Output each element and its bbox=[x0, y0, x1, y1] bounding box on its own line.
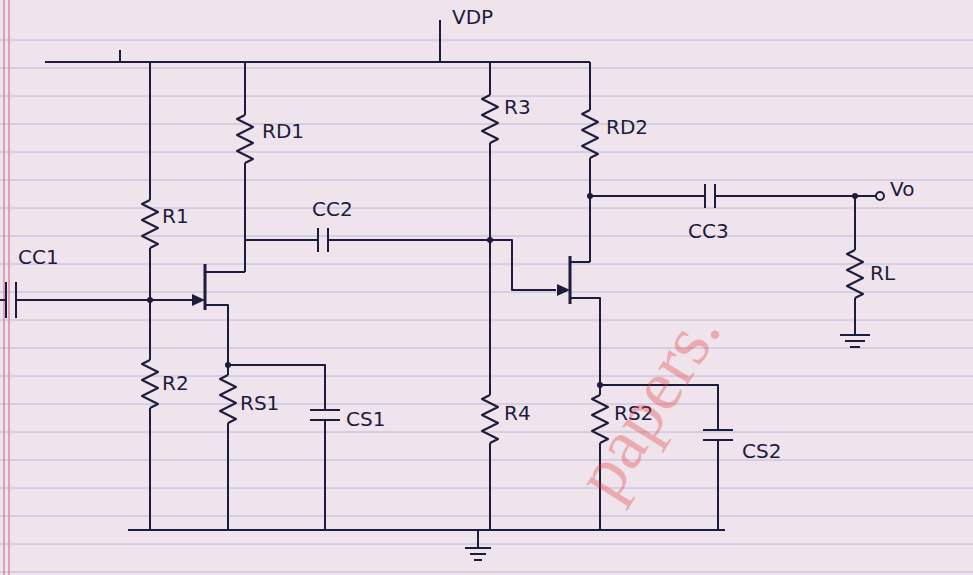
resistor-label: RD1 bbox=[262, 120, 304, 142]
resistor-label: R3 bbox=[504, 96, 531, 118]
output-label: Vo bbox=[890, 178, 914, 200]
capacitor-label: CS1 bbox=[346, 408, 385, 430]
supply-label: VDP bbox=[452, 6, 493, 28]
capacitor-label: CS2 bbox=[742, 440, 781, 462]
ruled-paper bbox=[0, 40, 973, 572]
capacitor-label: CC3 bbox=[688, 220, 729, 242]
resistor-label: RD2 bbox=[606, 116, 648, 138]
margin-line bbox=[4, 0, 9, 575]
resistor-label: RS1 bbox=[240, 392, 279, 414]
wiring bbox=[0, 20, 884, 560]
capacitor-label: CC2 bbox=[312, 198, 353, 220]
resistor-label: RL bbox=[870, 262, 895, 284]
resistor-label: R2 bbox=[162, 372, 189, 394]
resistor-label: R1 bbox=[162, 205, 189, 227]
gate-arrows bbox=[147, 193, 858, 388]
resistor-label: R4 bbox=[504, 402, 531, 424]
capacitor-label: CC1 bbox=[18, 246, 59, 268]
